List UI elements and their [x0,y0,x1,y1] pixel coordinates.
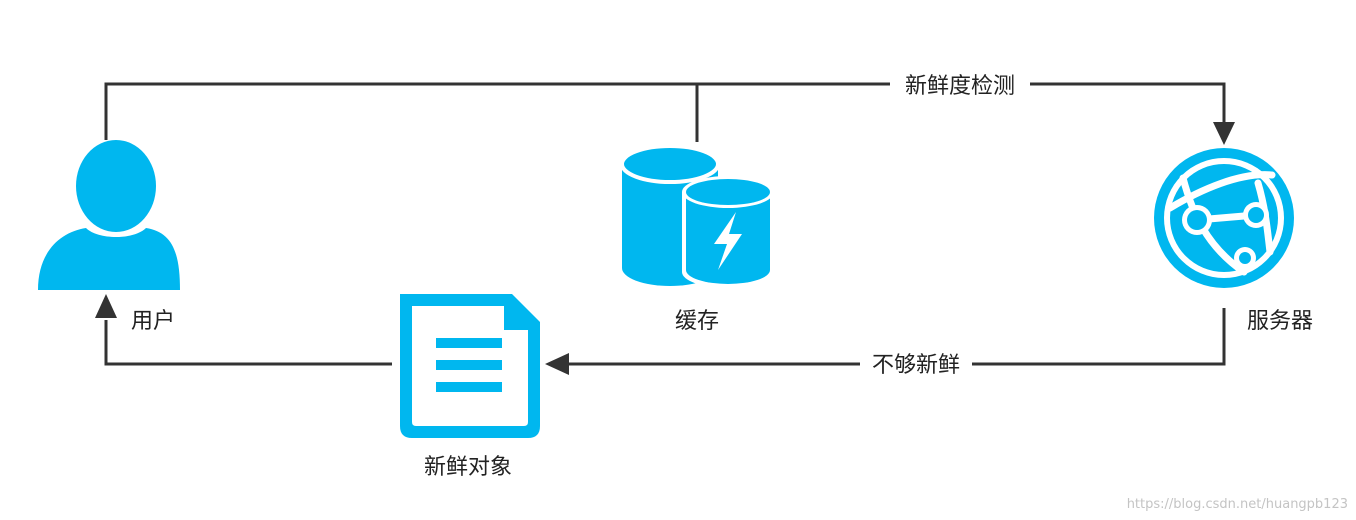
user-icon [38,140,180,290]
arrowhead-up-icon [95,294,117,318]
edge-return-to-user [95,294,392,366]
edge-label-not-fresh: 不够新鲜 [872,353,960,378]
node-label-cache: 缓存 [675,309,719,334]
globe-network-icon [1154,148,1294,288]
document-icon [400,294,540,438]
arrowhead-down-icon [1213,122,1235,145]
node-user[interactable]: 用户 [38,140,180,334]
edge-freshness-check: 新鲜度检测 [104,70,1235,145]
node-fresh-object[interactable]: 新鲜对象 [400,294,540,480]
watermark-text: https://blog.csdn.net/huangpb123 [1127,497,1348,512]
edge-label-freshness-check: 新鲜度检测 [905,74,1015,99]
node-server[interactable]: 服务器 [1154,148,1313,334]
node-label-user: 用户 [131,309,175,334]
node-label-fresh-object: 新鲜对象 [424,455,512,480]
edge-not-fresh: 不够新鲜 [545,308,1226,380]
cache-database-icon [620,144,774,288]
node-cache[interactable]: 缓存 [620,144,774,334]
node-label-server: 服务器 [1247,309,1313,334]
arrowhead-left-icon [545,353,569,375]
